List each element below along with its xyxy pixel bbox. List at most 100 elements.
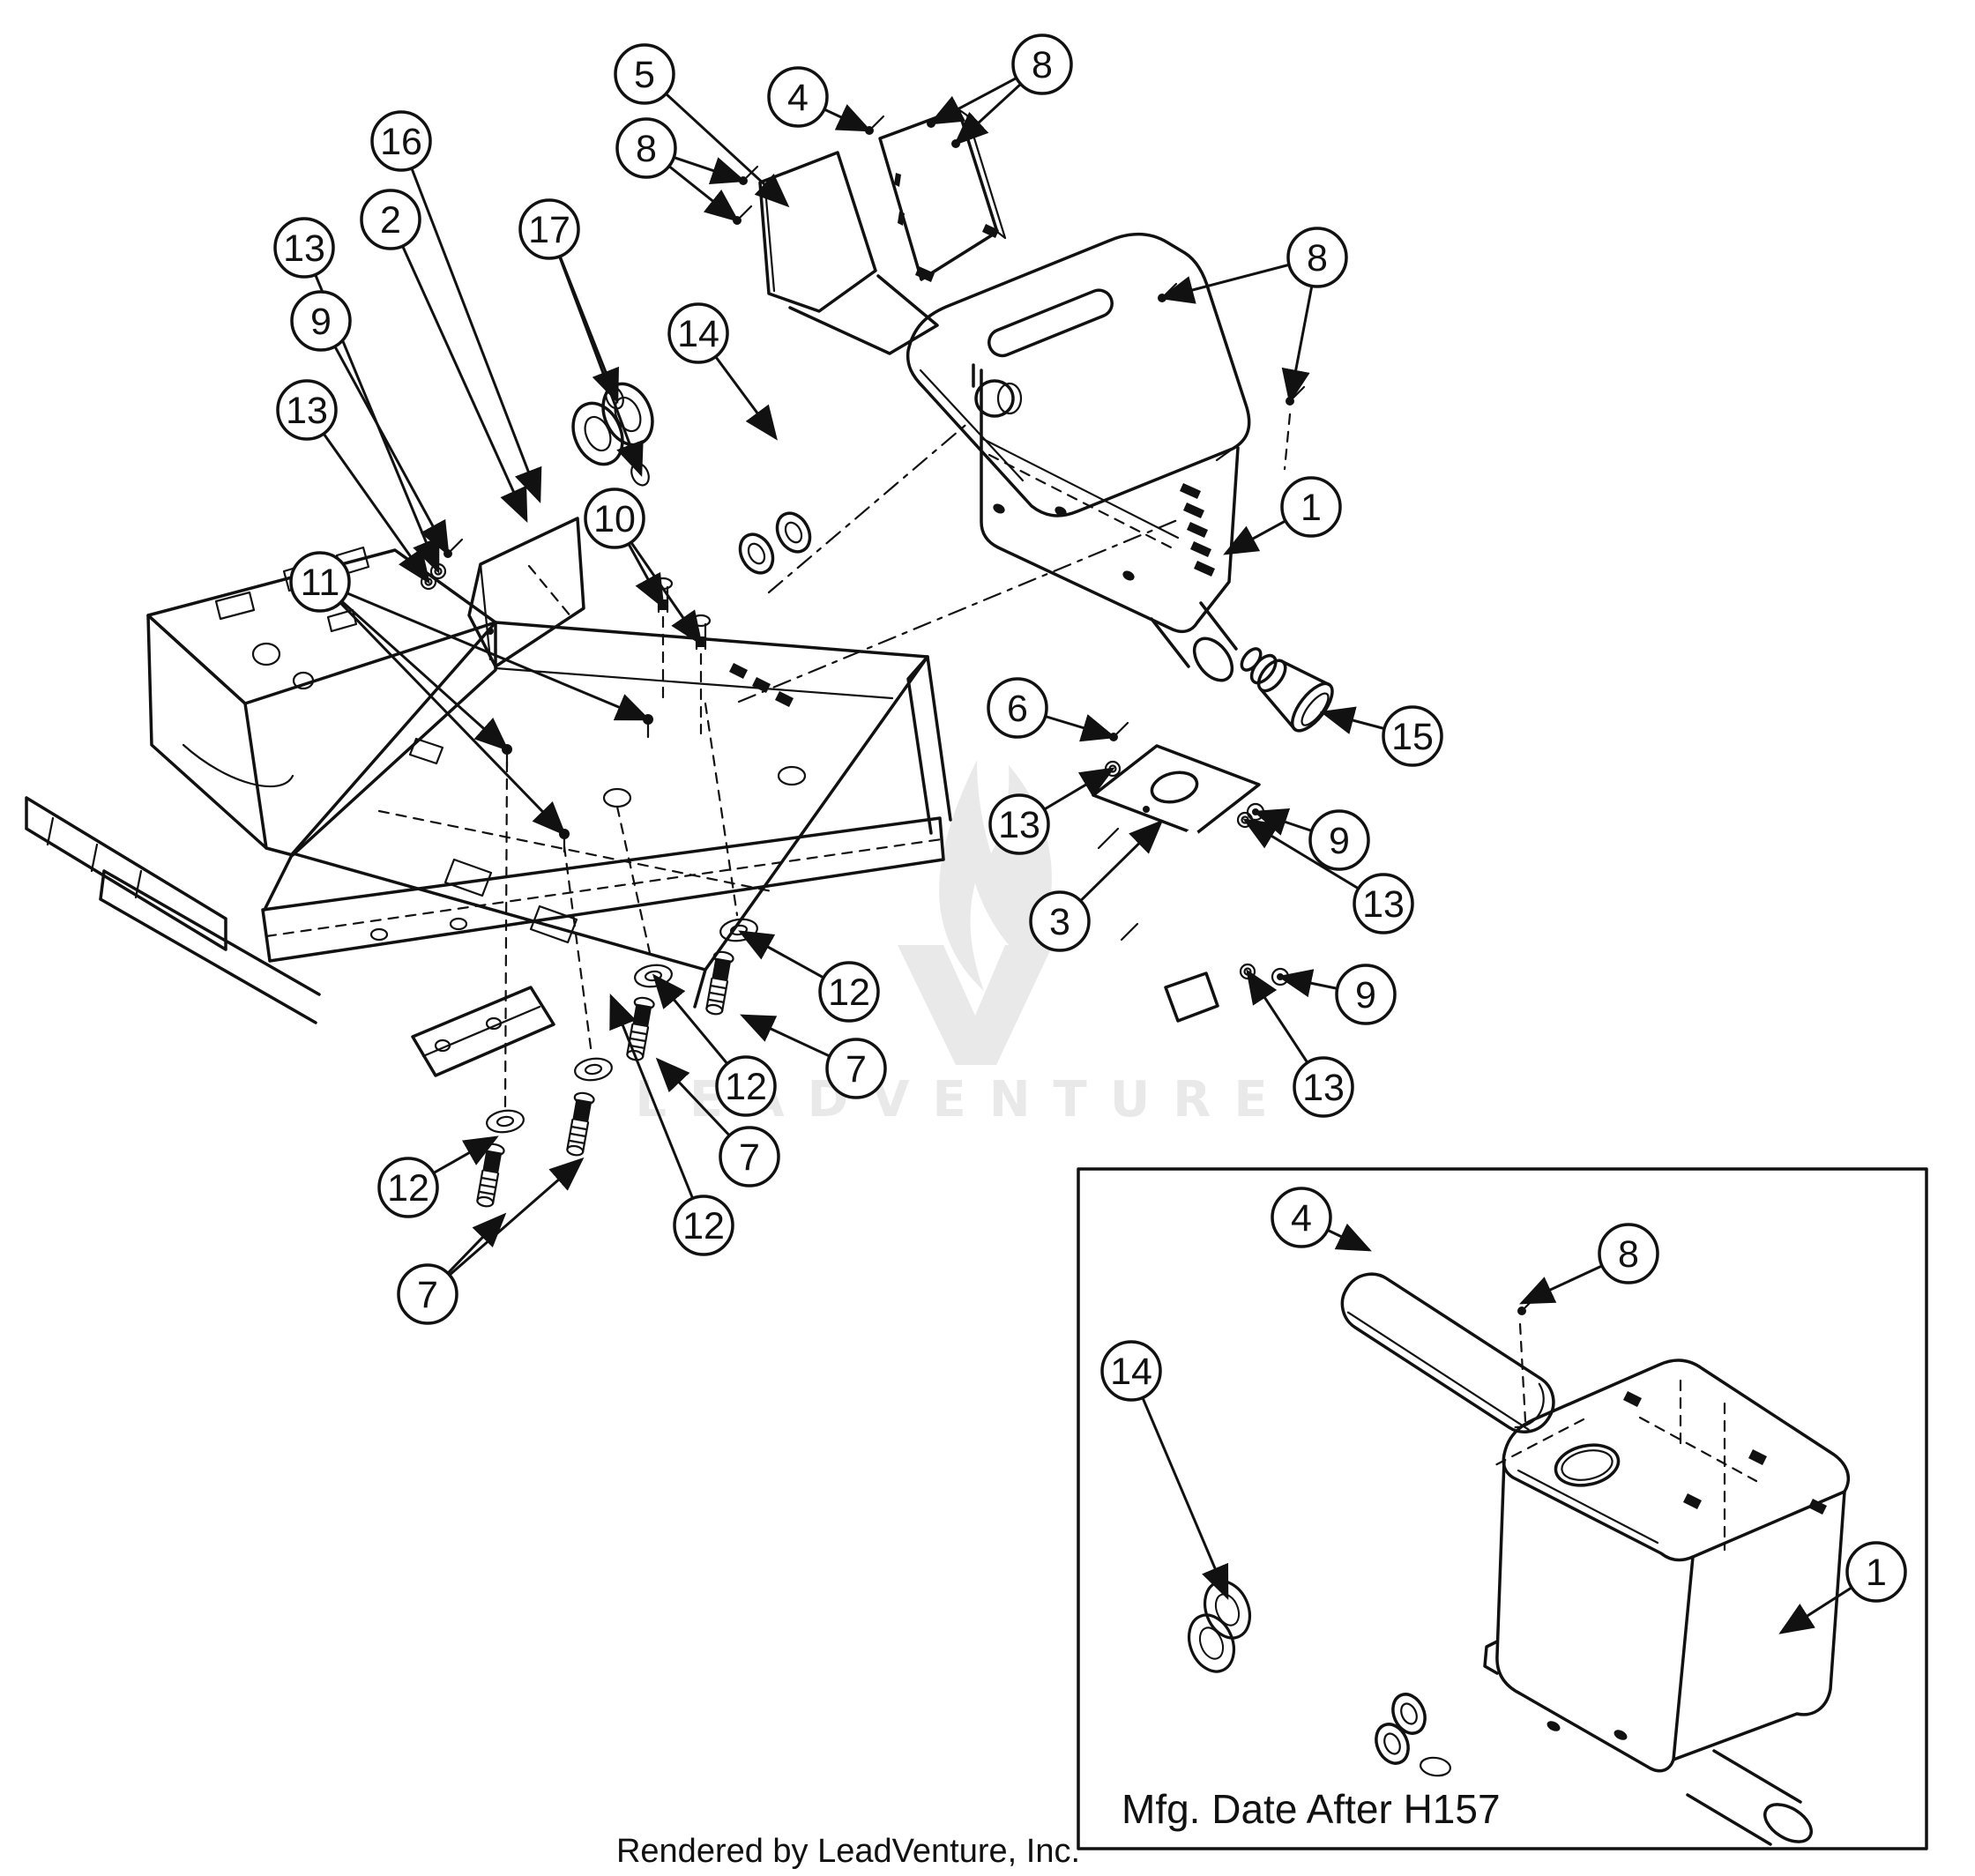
callout-label: 17 (528, 209, 570, 251)
callout-8-3[interactable]: 8 (615, 117, 677, 179)
callout-1-12[interactable]: 1 (1280, 476, 1342, 538)
callout-8-11[interactable]: 8 (1286, 227, 1348, 288)
bolt (703, 949, 735, 1017)
callout-label: 1 (1301, 487, 1322, 529)
muffler (906, 232, 1306, 682)
leader-line-16 (399, 140, 542, 504)
washer (632, 962, 674, 990)
leader-line-12 (609, 993, 705, 1226)
callout-11-13[interactable]: 11 (289, 551, 351, 613)
leader-line-2 (389, 219, 528, 523)
callout-label: 4 (1291, 1197, 1312, 1240)
callout-13-6[interactable]: 13 (273, 217, 335, 279)
callout-label: 5 (634, 54, 655, 96)
callout-14-32[interactable]: 14 (1100, 1340, 1162, 1402)
callout-12-25[interactable]: 12 (715, 1055, 777, 1117)
screw (1156, 282, 1178, 304)
callout-label: 3 (1049, 901, 1070, 943)
callout-label: 14 (1110, 1351, 1152, 1393)
frame-assembly (25, 546, 952, 1077)
callout-label: 15 (1391, 716, 1434, 758)
callout-label: 12 (682, 1205, 725, 1247)
callout-label: 13 (1362, 883, 1405, 926)
callout-label: 9 (1329, 820, 1350, 862)
callout-12-27[interactable]: 12 (377, 1157, 439, 1218)
callout-label: 11 (301, 562, 340, 604)
callout-8-2[interactable]: 8 (1011, 34, 1073, 95)
callout-14-10[interactable]: 14 (667, 302, 729, 364)
washer (484, 1107, 526, 1135)
callout-13-19[interactable]: 13 (1353, 873, 1414, 934)
callout-label: 14 (677, 313, 719, 355)
callout-label: 13 (1302, 1067, 1345, 1109)
shield-plate-2 (420, 517, 585, 668)
callout-5-0[interactable]: 5 (614, 43, 675, 105)
callout-label: 8 (636, 128, 657, 170)
callout-label: 7 (846, 1048, 867, 1091)
carriage-bolt (690, 614, 712, 651)
exhaust-pipe (562, 374, 822, 581)
callout-12-23[interactable]: 12 (818, 961, 880, 1023)
callout-13-22[interactable]: 13 (1293, 1056, 1354, 1118)
leader-line-11 (318, 580, 567, 837)
spark-arrestor (1240, 647, 1334, 733)
callout-label: 13 (286, 390, 328, 432)
callout-label: 9 (1355, 974, 1376, 1016)
pipe-collar (1368, 1717, 1416, 1770)
callout-9-21[interactable]: 9 (1335, 964, 1397, 1025)
leader-line-11 (318, 580, 510, 752)
callout-3-20[interactable]: 3 (1029, 890, 1091, 952)
leader-line-17 (548, 228, 644, 478)
washer (572, 1055, 615, 1083)
callout-13-17[interactable]: 13 (988, 793, 1050, 855)
callout-12-28[interactable]: 12 (673, 1195, 734, 1256)
callout-7-24[interactable]: 7 (825, 1038, 887, 1099)
callout-label: 6 (1007, 688, 1028, 730)
leader-line-9 (319, 320, 450, 556)
callout-label: 9 (310, 301, 332, 343)
callout-label: 12 (828, 972, 870, 1014)
callout-10-14[interactable]: 10 (584, 488, 645, 549)
callout-label: 8 (1307, 237, 1328, 279)
callout-label: 7 (417, 1274, 438, 1316)
callout-4-1[interactable]: 4 (767, 66, 829, 128)
callout-4-30[interactable]: 4 (1271, 1187, 1332, 1248)
callout-label: 13 (283, 227, 325, 270)
callout-8-31[interactable]: 8 (1598, 1223, 1659, 1284)
callout-13-8[interactable]: 13 (276, 379, 338, 441)
callout-label: 10 (593, 498, 636, 540)
screw (1107, 721, 1129, 743)
callout-7-26[interactable]: 7 (719, 1126, 780, 1187)
leader-line-13 (305, 409, 430, 584)
callout-label: 13 (998, 804, 1040, 846)
callout-label: 8 (1618, 1233, 1639, 1276)
callout-label: 7 (739, 1136, 760, 1179)
callout-label: 2 (380, 199, 401, 242)
screw (1284, 385, 1306, 407)
callout-16-4[interactable]: 16 (370, 110, 432, 172)
callout-label: 1 (1866, 1552, 1887, 1594)
bolt (473, 1142, 506, 1210)
alignment-dash-line (737, 420, 1183, 704)
callout-label: 16 (380, 121, 422, 163)
callout-15-15[interactable]: 15 (1382, 705, 1443, 767)
callout-1-33[interactable]: 1 (1845, 1541, 1907, 1603)
callout-label: 12 (725, 1066, 767, 1108)
callout-9-18[interactable]: 9 (1308, 809, 1370, 871)
callout-label: 12 (387, 1167, 429, 1210)
callout-2-5[interactable]: 2 (360, 189, 421, 250)
bolt (563, 1091, 596, 1158)
callout-6-16[interactable]: 6 (987, 677, 1048, 739)
leader-line-14 (1129, 1370, 1229, 1600)
callout-17-9[interactable]: 17 (518, 198, 580, 260)
inset-late-production (1077, 1167, 1928, 1850)
callout-label: 8 (1032, 44, 1053, 86)
leader-line-5 (643, 72, 790, 208)
callout-7-29[interactable]: 7 (397, 1263, 458, 1325)
callout-9-7[interactable]: 9 (290, 290, 352, 352)
inset-caption: Mfg. Date After H157 (1122, 1786, 1501, 1832)
callout-label: 4 (787, 77, 809, 119)
mounting-hardware (473, 702, 760, 1210)
